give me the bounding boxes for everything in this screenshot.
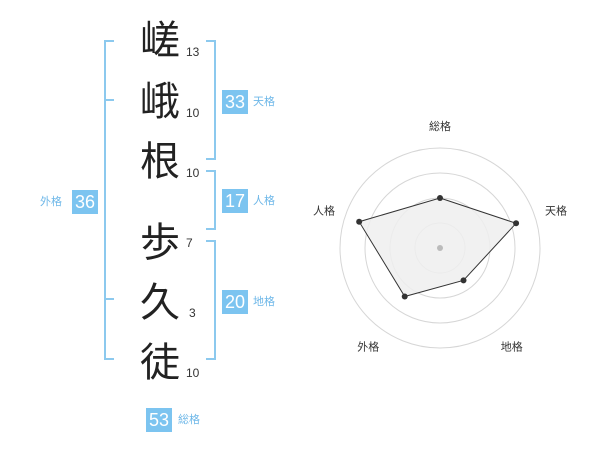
radar-axis-label: 地格: [501, 340, 523, 354]
soukaku-label: 総格: [178, 413, 200, 426]
stroke-count-1: 13: [186, 45, 200, 59]
radar-ring: [339, 147, 541, 349]
stroke-count-6: 10: [186, 366, 200, 380]
soukaku-score: 53: [146, 408, 172, 432]
radar-center: [437, 245, 443, 251]
gaikaku-label: 外格: [40, 195, 62, 208]
jinkaku-score: 17: [222, 189, 248, 213]
radar-point: [437, 195, 443, 201]
radar-points: [356, 195, 520, 300]
gaikaku-score: 36: [72, 190, 98, 214]
radar-axis-label: 人格: [313, 203, 335, 217]
tenkaku-score: 33: [222, 90, 248, 114]
stroke-count-2: 10: [186, 106, 200, 120]
given-char-2: 久: [140, 280, 180, 326]
radar-point: [401, 293, 408, 300]
chikaku-score: 20: [222, 290, 248, 314]
given-char-3: 徒: [140, 340, 180, 386]
surname-char-2: 峨: [140, 79, 180, 125]
tenkaku-label: 天格: [253, 95, 275, 108]
given-char-1: 歩: [140, 220, 180, 266]
radar-point: [513, 220, 520, 227]
radar-axis-label: 総格: [429, 119, 451, 133]
radar-axis-label: 外格: [357, 340, 379, 354]
jinkaku-label: 人格: [253, 194, 275, 207]
stroke-count-3: 10: [186, 166, 200, 180]
stroke-count-4: 7: [186, 236, 193, 250]
radar-point: [356, 218, 363, 225]
surname-char-1: 嵯: [140, 18, 180, 64]
radar-point: [460, 277, 467, 284]
chikaku-label: 地格: [253, 295, 275, 308]
stroke-count-5: 3: [189, 306, 196, 320]
surname-char-3: 根: [140, 139, 180, 185]
radar-axis-label: 天格: [545, 203, 567, 217]
radar-ring: [364, 172, 516, 324]
